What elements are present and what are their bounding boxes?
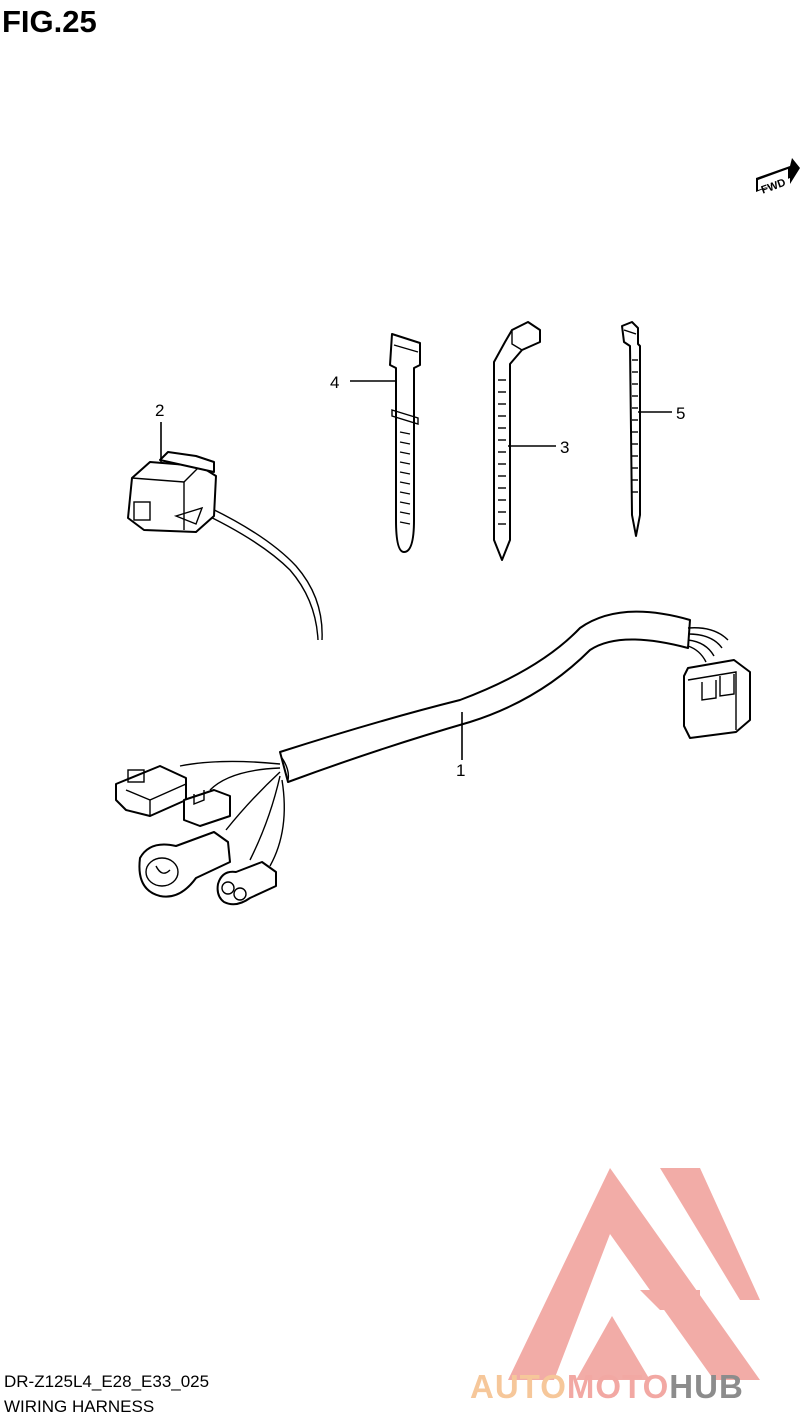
cable-tie-part[interactable] <box>621 321 641 537</box>
footer-name: WIRING HARNESS <box>4 1397 155 1416</box>
watermark-auto: AUTO <box>470 1368 567 1405</box>
automotohub-triangle-logo <box>508 1168 760 1380</box>
footer-code: DR-Z125L4_E28_E33_025 <box>4 1372 210 1391</box>
wiring-harness-part[interactable] <box>115 610 751 906</box>
callout-3: 3 <box>560 438 569 457</box>
callout-1: 1 <box>456 761 465 780</box>
watermark-brand: AUTOMOTOHUB <box>470 1368 744 1406</box>
bent-clamp-tie-part[interactable] <box>493 321 541 561</box>
band-clamp-part[interactable] <box>389 333 421 553</box>
watermark-hub: HUB <box>669 1368 744 1405</box>
connector-with-lead-part[interactable] <box>127 451 323 641</box>
watermark-moto: MOTO <box>566 1368 670 1405</box>
callout-5: 5 <box>676 404 685 423</box>
callout-2: 2 <box>155 401 164 420</box>
figure-title: FIG.25 <box>2 4 97 39</box>
fwd-arrow-icon: FWD <box>756 158 800 197</box>
callout-4: 4 <box>330 373 339 392</box>
